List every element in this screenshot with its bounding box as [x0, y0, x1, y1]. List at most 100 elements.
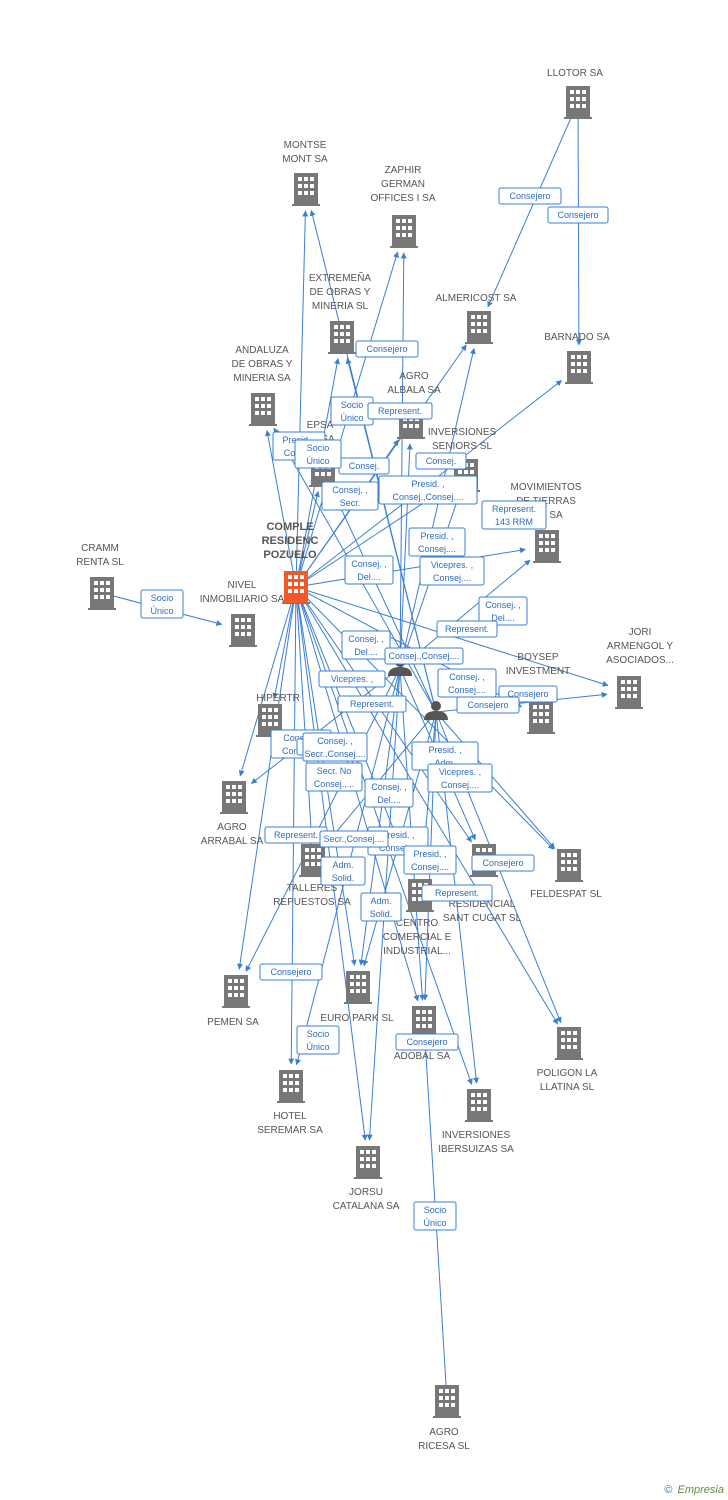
node-label-montse: MONTSE — [284, 140, 327, 151]
role-label[interactable]: Consej. — [415, 452, 467, 470]
role-label[interactable]: Consej.,Consej.... — [384, 647, 464, 665]
edge-person1-pemen — [245, 667, 401, 972]
node-label-ibersuizas: INVERSIONES — [442, 1130, 511, 1141]
role-label[interactable]: Represent. — [436, 620, 498, 638]
node-label-andaluza: ANDALUZA — [235, 345, 289, 356]
role-label[interactable]: Presid. ,Consej.... — [403, 845, 457, 875]
role-label-text: Represent. — [492, 504, 536, 514]
building-icon — [249, 393, 277, 426]
node-label-main: POZUELO — [263, 549, 317, 561]
node-pemen[interactable]: PEMEN SA — [207, 975, 259, 1028]
role-label[interactable]: Consej. ,Secr. — [321, 481, 379, 511]
role-label[interactable]: Consej. — [338, 457, 390, 475]
role-label[interactable]: Consej. ,Del.... — [341, 630, 391, 660]
node-llotor[interactable]: LLOTOR SA — [547, 68, 603, 119]
node-almericost[interactable]: ALMERICOST SA — [436, 293, 517, 344]
role-label-text: Vicepres. , — [431, 560, 473, 570]
role-label[interactable]: Consej. ,Del.... — [344, 555, 394, 585]
node-label-movimientos: MOVIMIENTOS — [511, 482, 582, 493]
node-label-main: COMPLE — [266, 521, 313, 533]
role-label[interactable]: Secr.,Consej.... — [319, 830, 389, 848]
node-label-centro: INDUSTRIAL... — [383, 946, 451, 957]
role-label[interactable]: Consejero — [456, 696, 520, 714]
role-label[interactable]: Represent. — [264, 826, 328, 844]
node-feldespat[interactable]: FELDESPAT SL — [530, 849, 602, 900]
role-label-text: Consejero — [366, 344, 407, 354]
role-label[interactable]: Adm.Solid. — [320, 856, 366, 886]
role-label-text: Consej.... — [379, 843, 417, 853]
edge-main-andaluza — [265, 430, 297, 588]
role-label-text: Presid. , — [381, 830, 414, 840]
role-label[interactable]: Consejero — [547, 206, 609, 224]
role-label[interactable]: Consej. ,Consej.... — [437, 668, 497, 698]
node-label-nivel: NIVEL — [228, 580, 257, 591]
building-icon — [354, 1146, 382, 1179]
role-label[interactable]: Represent. — [337, 695, 407, 713]
role-label[interactable]: Consejero — [355, 340, 419, 358]
node-label-almericost: ALMERICOST SA — [436, 293, 517, 304]
role-label-text: Secr.,Consej.... — [323, 834, 384, 844]
node-label-hotel: HOTEL — [273, 1111, 307, 1122]
edge-main-movimientos — [295, 547, 526, 588]
role-label[interactable]: Represent. — [421, 884, 493, 902]
role-label[interactable]: Adm.Solid. — [360, 892, 402, 922]
roles-layer: ConsejeroConsejeroConsejeroSocioÚnicoRep… — [140, 187, 609, 1231]
role-label[interactable]: Vicepres. ,Consej.... — [419, 556, 485, 586]
edge-main-complejo — [295, 586, 472, 843]
edge-main-pemen — [237, 586, 297, 970]
role-label[interactable]: Vicepres. , — [318, 670, 386, 688]
node-europark[interactable]: EURO PARK SL — [320, 971, 394, 1024]
role-label-text: Consejero — [557, 210, 598, 220]
node-label-boysep: INVESTMENT — [506, 666, 570, 677]
role-label-text: Consejero — [507, 689, 548, 699]
role-label[interactable]: Presid. ,Consej.,Consej.... — [378, 475, 478, 505]
node-barnado[interactable]: BARNADO SA — [544, 332, 610, 384]
edge-main-adobal — [295, 586, 420, 1002]
node-label-poligon: POLIGON LA — [537, 1068, 598, 1079]
role-label[interactable]: Consej. ,Del.... — [478, 596, 528, 626]
role-label[interactable]: Presid. ,Consej.... — [408, 527, 466, 557]
role-label[interactable]: Consej. ,Del.... — [364, 778, 414, 808]
role-label[interactable]: Secr. NoConsej.,... — [305, 762, 363, 792]
role-label[interactable]: Consej. ,Secr.,Consej.... — [302, 732, 368, 762]
node-label-barnado: BARNADO SA — [544, 332, 610, 343]
role-label[interactable]: Consejero — [259, 963, 323, 981]
role-label-text: Represent. — [435, 888, 479, 898]
node-adobal[interactable]: ADOBAL SA — [394, 1006, 451, 1062]
edge-main-hipertr — [272, 586, 297, 699]
node-label-andaluza: MINERIA SA — [233, 373, 291, 384]
node-person2[interactable] — [424, 701, 448, 720]
role-label[interactable]: Represent.143 RRM — [481, 500, 547, 530]
role-label[interactable]: Represent. — [367, 402, 433, 420]
role-label[interactable]: Consejero — [395, 1033, 459, 1051]
node-hipertr[interactable]: HIPERTR — [256, 693, 300, 737]
role-label[interactable]: Consejero — [498, 187, 562, 205]
brand-logo[interactable]: Empresia — [677, 1484, 724, 1496]
role-label[interactable]: Vicepres. ,Consej.... — [427, 763, 493, 793]
role-label[interactable]: Consejero — [471, 854, 535, 872]
